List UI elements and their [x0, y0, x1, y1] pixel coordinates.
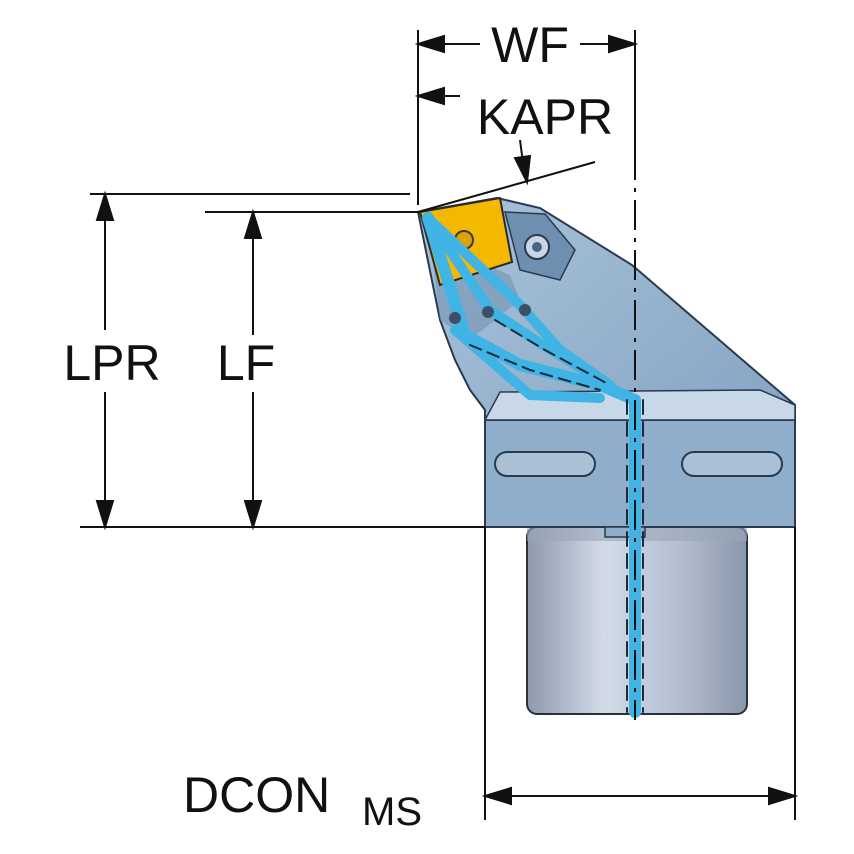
kapr-label: KAPR	[477, 89, 613, 145]
holder-body	[416, 196, 796, 538]
dimension-lines	[80, 30, 799, 820]
wf-label: WF	[491, 17, 569, 73]
lf-label: LF	[217, 335, 275, 391]
dcon-label: DCON	[183, 767, 330, 823]
dcon-subscript: MS	[362, 790, 422, 834]
lpr-label: LPR	[63, 335, 160, 391]
